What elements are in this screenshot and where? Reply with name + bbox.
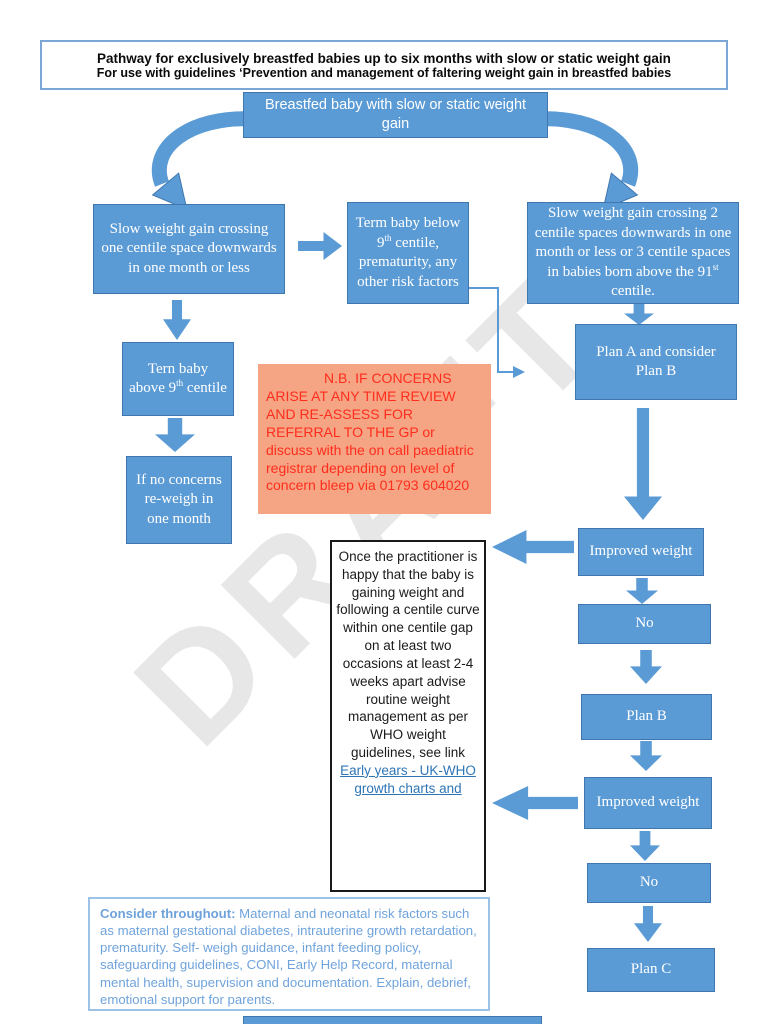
node-no-1: No bbox=[578, 604, 711, 644]
left-arrow-icon bbox=[492, 530, 574, 564]
curved-down-arrow-left-icon bbox=[151, 111, 253, 211]
node-plan-b: Plan B bbox=[581, 694, 712, 740]
clipped-bottom-box bbox=[243, 1016, 542, 1024]
down-arrow-icon bbox=[630, 650, 662, 684]
node-slow-one-centile: Slow weight gain crossing one centile sp… bbox=[93, 204, 285, 294]
down-arrow-icon bbox=[163, 300, 191, 340]
right-arrow-icon bbox=[298, 232, 342, 260]
nb-warning-box: N.B. IF CONCERNS ARISE AT ANY TIME REVIE… bbox=[258, 364, 491, 514]
node-plan-c: Plan C bbox=[587, 948, 715, 992]
down-arrow-icon bbox=[155, 418, 195, 452]
outcome-text: Once the practitioner is happy that the … bbox=[336, 549, 480, 760]
growth-charts-link[interactable]: Early years - UK-WHO growth charts and bbox=[340, 762, 476, 796]
page-title: Pathway for exclusively breastfed babies… bbox=[97, 50, 671, 66]
title-box: Pathway for exclusively breastfed babies… bbox=[40, 40, 728, 90]
consider-body: Maternal and neonatal risk factors such … bbox=[100, 906, 477, 1007]
node-slow-two-centile: Slow weight gain crossing 2 centile spac… bbox=[527, 202, 739, 304]
down-arrow-icon bbox=[624, 303, 654, 325]
curved-down-arrow-right-icon bbox=[537, 111, 639, 211]
node-term-below-9th: Term baby below 9th centile, prematurity… bbox=[347, 202, 469, 304]
node-no-2: No bbox=[587, 863, 711, 903]
left-arrow-icon bbox=[492, 786, 578, 820]
down-arrow-icon bbox=[630, 741, 662, 771]
node-improved-weight-2: Improved weight bbox=[584, 777, 712, 829]
long-down-arrow-icon bbox=[624, 408, 662, 520]
node-improved-weight-1: Improved weight bbox=[578, 528, 704, 576]
down-arrow-icon bbox=[630, 831, 660, 861]
outcome-box: Once the practitioner is happy that the … bbox=[330, 540, 486, 892]
down-arrow-icon bbox=[634, 906, 662, 942]
node-plan-a: Plan A and consider Plan B bbox=[575, 324, 737, 400]
node-tern-above-9th: Tern baby above 9th centile bbox=[122, 342, 234, 416]
node-reweigh: If no concerns re-weigh in one month bbox=[126, 456, 232, 544]
elbow-connector-icon bbox=[469, 287, 525, 378]
node-start: Breastfed baby with slow or static weigh… bbox=[243, 92, 548, 138]
page-subtitle: For use with guidelines ‘Prevention and … bbox=[96, 65, 672, 80]
consider-throughout-box: Consider throughout: Maternal and neonat… bbox=[88, 897, 490, 1011]
consider-lead: Consider throughout: bbox=[100, 906, 236, 921]
down-arrow-icon bbox=[626, 578, 658, 604]
